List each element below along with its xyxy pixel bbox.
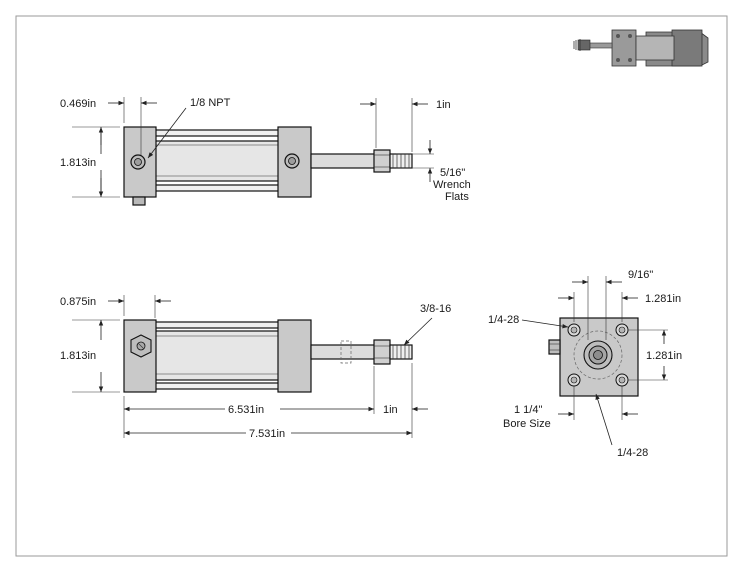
isometric-thumbnail bbox=[573, 26, 710, 68]
drawing-border bbox=[15, 15, 728, 557]
front-dim-rod-len: 1in bbox=[383, 404, 398, 416]
end-view: 9/16" 1.281in 1.281in 1/4-28 1/4-28 1 1/… bbox=[488, 269, 682, 459]
front-dim-port-offset: 0.875in bbox=[60, 296, 96, 308]
top-wrench-flats-3: Flats bbox=[445, 191, 469, 203]
end-dim-flat: 9/16" bbox=[628, 269, 653, 281]
top-view: 0.469in 1.813in 1/8 NPT 1in 5/16" Wrench… bbox=[60, 97, 471, 206]
top-wrench-flats-2: Wrench bbox=[433, 179, 471, 191]
front-dim-height: 1.813in bbox=[60, 350, 96, 362]
front-thread-label: 3/8-16 bbox=[420, 303, 451, 315]
end-dim-bolt-v: 1.281in bbox=[646, 350, 682, 362]
end-tap-label-top: 1/4-28 bbox=[488, 314, 519, 326]
top-dim-port-offset: 0.469in bbox=[60, 98, 96, 110]
top-dim-thread-len: 1in bbox=[436, 99, 451, 111]
front-view: 0.875in 1.813in 3/8-16 6.531in 1in 7.531… bbox=[60, 295, 451, 440]
front-dim-overall: 7.531in bbox=[249, 428, 285, 440]
top-wrench-flats-1: 5/16" bbox=[440, 167, 465, 179]
top-port-label: 1/8 NPT bbox=[190, 97, 231, 109]
end-dim-bolt-h: 1.281in bbox=[645, 293, 681, 305]
end-bore-label-1: 1 1/4" bbox=[514, 404, 542, 416]
end-tap-label-bottom: 1/4-28 bbox=[617, 447, 648, 459]
end-bore-label-2: Bore Size bbox=[503, 418, 551, 430]
top-dim-height: 1.813in bbox=[60, 157, 96, 169]
front-dim-body-len: 6.531in bbox=[228, 404, 264, 416]
